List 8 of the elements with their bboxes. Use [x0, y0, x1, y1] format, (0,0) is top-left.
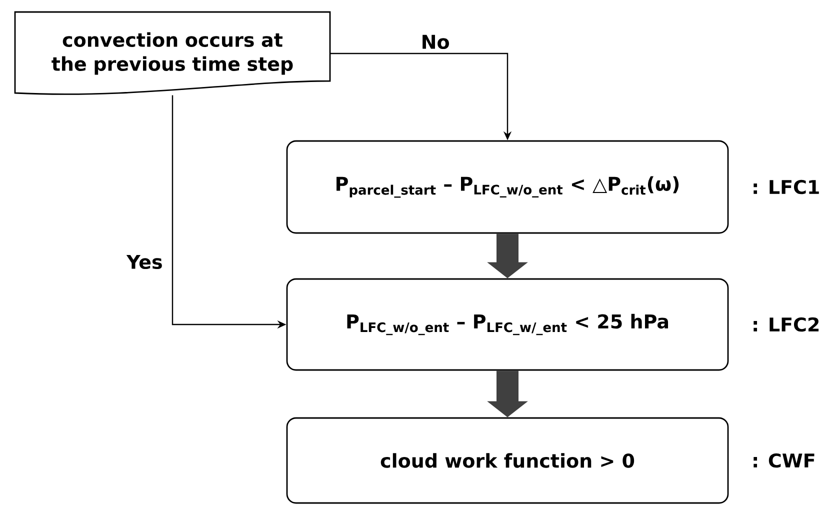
side-label: : LFC2 — [754, 317, 819, 332]
process-box: cloud work function > 0 — [286, 417, 729, 504]
process-box: $\mbox{P}_{\mbox{\fontsize{13}{13}\selectfont parcel\_start}}\mbox{ – P}_{\mbox{\fontsize{13}{13}\selectfont LFC\_w/o\_ent}}\mbox{ < △P}_{\mbox{\fontsize{13}{13}\selectfont crit}}\mbox{(ω)}$ — [286, 140, 729, 234]
edge-label: No — [418, 32, 452, 52]
process-box: $\mbox{P}_{\mbox{\fontsize{13}{13}\selectfont LFC\_w/o\_ent}}\mbox{ – P}_{\mbox{\fontsize{13}{13}\selectfont LFC\_w/\_ent}}\mbox{ < 25 hPa}$ — [286, 278, 729, 371]
side-label: : CWF — [754, 453, 814, 468]
edge-label: Yes — [124, 252, 165, 272]
side-label: : LFC1 — [754, 180, 819, 194]
